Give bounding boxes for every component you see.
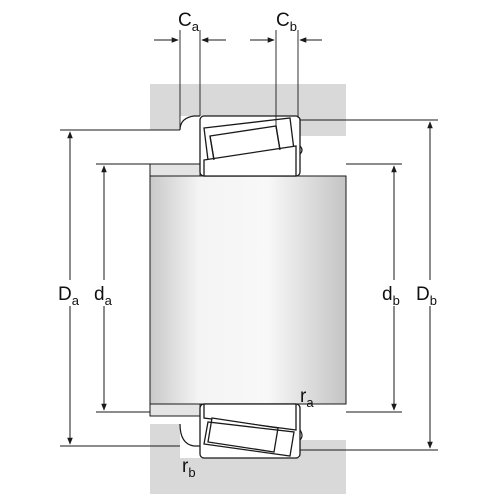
label-Cb: Cb — [276, 10, 297, 34]
label-da: da — [94, 284, 113, 308]
housing-upper-right — [300, 116, 346, 136]
label-Ca: Ca — [178, 10, 200, 34]
housing-lower-right — [300, 440, 346, 458]
bearing-upper-cone — [203, 145, 297, 177]
label-Da: Da — [58, 284, 80, 308]
label-Db: Db — [416, 284, 437, 308]
housing — [150, 84, 346, 494]
fillet-lower-left — [179, 423, 200, 447]
fillet-upper-left — [179, 115, 200, 131]
bearing-upper — [199, 115, 301, 177]
housing-lower-left — [150, 424, 180, 494]
fillet-lower-right — [299, 429, 303, 441]
fillet-upper-right — [299, 145, 303, 155]
bearing-lower-cone — [203, 403, 297, 431]
bearing-lower-roller — [207, 417, 279, 453]
label-rb: rb — [182, 456, 196, 480]
bearing-lower-cup — [203, 421, 295, 457]
label-db: db — [382, 284, 400, 308]
extension-lines — [60, 30, 438, 451]
shaft-step-lower — [149, 403, 201, 417]
shaft-step-upper — [149, 163, 201, 177]
shaft — [149, 175, 347, 405]
bearing-lower — [199, 403, 301, 459]
housing-upper-top — [180, 84, 346, 116]
housing-lower-bottom — [180, 458, 346, 494]
label-ra: ra — [300, 386, 314, 410]
housing-upper-left — [150, 84, 180, 130]
